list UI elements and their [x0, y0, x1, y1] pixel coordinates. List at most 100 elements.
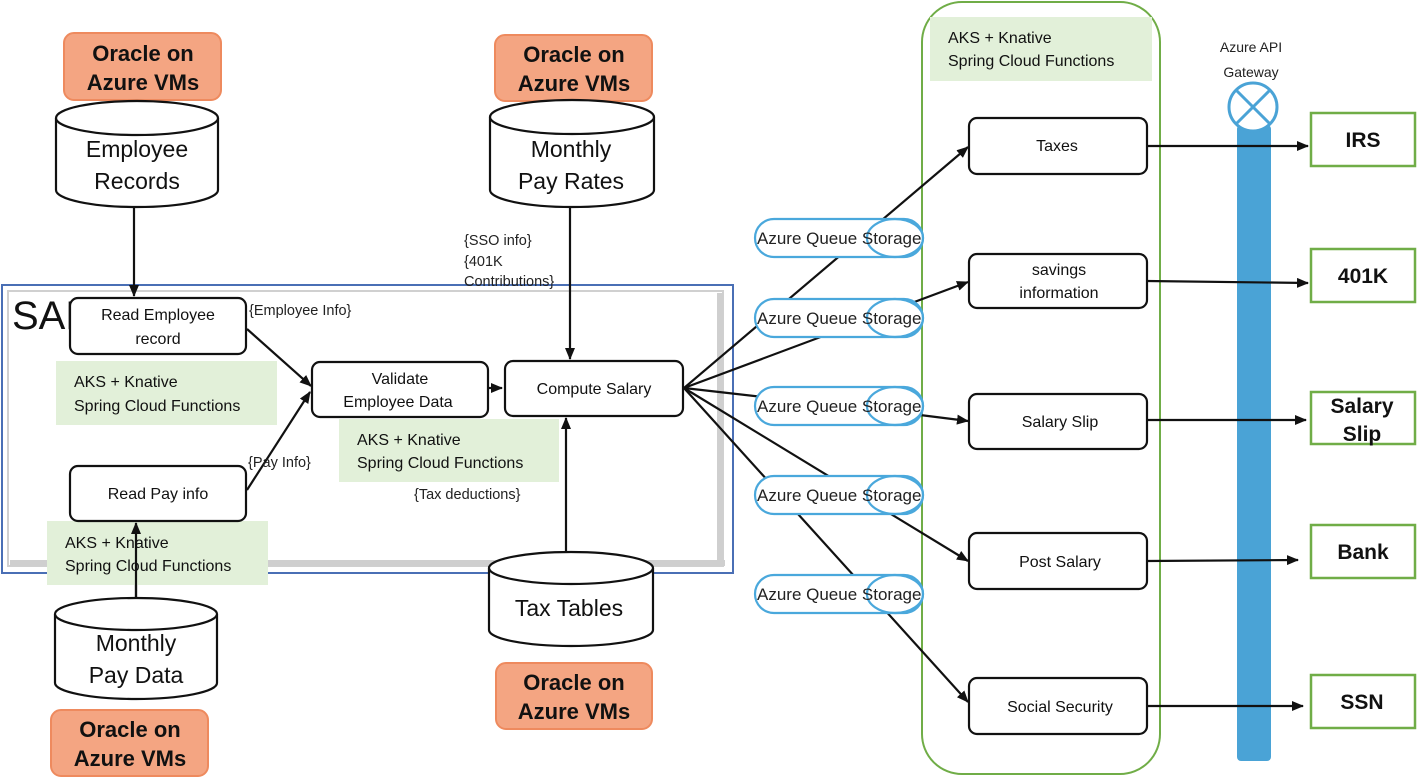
process-read-pay-info[interactable]: Read Pay info: [68, 464, 248, 523]
queue-azure-queue-storage[interactable]: Azure Queue Storage: [753, 573, 925, 615]
edge-read-employee-to-validate: [246, 328, 312, 387]
database-label: Tax Tables: [515, 595, 623, 621]
queue-azure-queue-storage[interactable]: Azure Queue Storage: [753, 474, 925, 516]
function-label: Post Salary: [1019, 554, 1101, 571]
aks-text: Spring Cloud Functions: [74, 398, 240, 415]
oracle-badge-payrates: Oracle on Azure VMs: [494, 34, 653, 102]
queue-label: Azure Queue Storage: [757, 229, 921, 248]
oracle-badge-taxtables: Oracle on Azure VMs: [495, 662, 653, 730]
process-label: record: [135, 331, 180, 348]
queue-end-cap: [865, 474, 925, 516]
gateway-label-1: Azure API: [1220, 39, 1282, 55]
aks-label-read-employee: AKS + Knative Spring Cloud Functions: [56, 361, 277, 425]
queue-end-cap: [865, 297, 925, 339]
external-bank[interactable]: Bank: [1309, 523, 1417, 580]
queue-end-cap: [865, 573, 925, 615]
function-taxes[interactable]: Taxes: [967, 116, 1149, 176]
aks-label-validate: AKS + Knative Spring Cloud Functions: [339, 419, 559, 482]
function-savings-information[interactable]: savings information: [967, 252, 1149, 310]
aks-text: Spring Cloud Functions: [948, 53, 1114, 70]
external-label: Salary: [1330, 395, 1393, 418]
process-label: Read Pay info: [108, 486, 209, 503]
external-ssn[interactable]: SSN: [1309, 673, 1417, 730]
edge-savings-to-401k: [1146, 277, 1309, 288]
aks-label-read-pay: AKS + Knative Spring Cloud Functions: [47, 521, 268, 585]
function-salary-slip[interactable]: Salary Slip: [967, 392, 1149, 451]
oracle-label: Oracle on: [523, 42, 624, 67]
edge-post-to-bank: [1146, 555, 1299, 566]
aks-functions-group: [921, 1, 1161, 775]
flow-label-pay-info: {Pay Info}: [248, 455, 311, 471]
process-compute-salary[interactable]: Compute Salary: [503, 359, 685, 418]
process-label: Compute Salary: [537, 381, 652, 398]
queue-azure-queue-storage[interactable]: Azure Queue Storage: [753, 297, 925, 339]
aks-text: Spring Cloud Functions: [357, 455, 523, 472]
queue-end-cap: [865, 385, 925, 427]
process-label: Validate: [372, 371, 429, 388]
oracle-label: Azure VMs: [518, 699, 630, 724]
external-label: IRS: [1345, 129, 1380, 152]
oracle-label: Oracle on: [79, 717, 180, 742]
oracle-label: Azure VMs: [518, 71, 630, 96]
oracle-label: Oracle on: [523, 670, 624, 695]
function-label: Taxes: [1036, 138, 1078, 155]
process-read-employee-record[interactable]: Read Employee record: [68, 296, 248, 356]
database-tax-tables[interactable]: Tax Tables: [487, 550, 655, 648]
gateway-icon: [1227, 81, 1279, 133]
function-label: information: [1019, 285, 1098, 302]
database-monthly-pay-rates[interactable]: Monthly Pay Rates: [488, 98, 656, 209]
oracle-label: Azure VMs: [87, 70, 199, 95]
flow-label-contributions: Contributions}: [464, 274, 554, 290]
database-label: Monthly: [96, 630, 177, 656]
external-401k[interactable]: 401K: [1309, 247, 1417, 304]
queue-end-cap: [865, 217, 925, 259]
edge-compute-to-taxes: [683, 146, 969, 389]
aks-text: Spring Cloud Functions: [65, 558, 231, 575]
database-monthly-pay-data[interactable]: Monthly Pay Data: [53, 596, 219, 701]
function-label: Salary Slip: [1022, 414, 1099, 431]
queue-label: Azure Queue Storage: [757, 585, 921, 604]
flow-label-sso-info: {SSO info}: [464, 233, 532, 249]
oracle-badge-paydata: Oracle on Azure VMs: [50, 709, 209, 777]
api-gateway: Azure API Gateway: [1220, 39, 1282, 761]
process-label: Read Employee: [101, 307, 215, 324]
database-label: Employee: [86, 136, 188, 162]
function-label: savings: [1032, 262, 1086, 279]
oracle-label: Azure VMs: [74, 746, 186, 771]
queue-label: Azure Queue Storage: [757, 309, 921, 328]
oracle-label: Oracle on: [92, 41, 193, 66]
edge-read-pay-to-validate: [246, 391, 311, 491]
gateway-label-2: Gateway: [1223, 64, 1278, 80]
function-social-security[interactable]: Social Security: [967, 676, 1149, 736]
flow-label-employee-info: {Employee Info}: [249, 303, 352, 319]
process-validate-employee-data[interactable]: Validate Employee Data: [310, 360, 490, 419]
database-label: Pay Data: [89, 662, 184, 688]
function-post-salary[interactable]: Post Salary: [967, 531, 1149, 591]
queue-azure-queue-storage[interactable]: Azure Queue Storage: [753, 217, 925, 259]
aks-text: AKS + Knative: [65, 535, 169, 552]
external-label: Slip: [1343, 423, 1382, 446]
external-salary-slip[interactable]: Salary Slip: [1309, 390, 1417, 446]
edge-compute-to-post: [683, 387, 969, 562]
aks-text: AKS + Knative: [948, 30, 1052, 47]
function-label: Social Security: [1007, 699, 1113, 716]
aks-label-functions-group: AKS + Knative Spring Cloud Functions: [930, 17, 1152, 81]
queue-label: Azure Queue Storage: [757, 397, 921, 416]
process-label: Employee Data: [343, 394, 452, 411]
database-label: Pay Rates: [518, 168, 624, 194]
queue-label: Azure Queue Storage: [757, 486, 921, 505]
flow-label-tax-deductions: {Tax deductions}: [414, 487, 521, 503]
oracle-badge-employee: Oracle on Azure VMs: [63, 32, 222, 101]
database-employee-records[interactable]: Employee Records: [54, 99, 220, 209]
flow-label-401k: {401K: [464, 254, 503, 270]
edge-compute-to-ssec: [683, 387, 969, 703]
external-irs[interactable]: IRS: [1309, 111, 1417, 168]
aks-text: AKS + Knative: [357, 432, 461, 449]
external-label: SSN: [1340, 691, 1383, 714]
database-label: Records: [94, 168, 180, 194]
external-label: Bank: [1337, 541, 1389, 564]
queue-azure-queue-storage[interactable]: Azure Queue Storage: [753, 385, 925, 427]
aks-text: AKS + Knative: [74, 374, 178, 391]
